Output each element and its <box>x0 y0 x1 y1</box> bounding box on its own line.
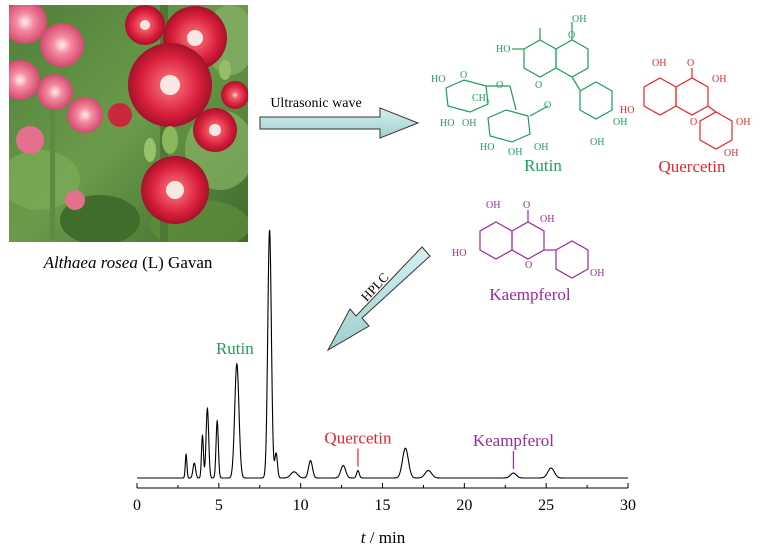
ultrasonic-arrow <box>259 107 420 139</box>
kaempferol-name: Kaempferol <box>489 285 570 304</box>
althaea-photo <box>9 5 248 242</box>
chromatogram-trace <box>137 229 628 479</box>
rutin-oh-top: OH <box>572 14 586 25</box>
peak-label-quercetin: Quercetin <box>324 429 392 448</box>
rutin-o-link: O <box>544 100 551 111</box>
photo-caption: Althaea rosea (L) Gavan <box>43 253 213 272</box>
rutin-ho-sugar1: HO <box>431 74 445 85</box>
quercetin-o-ring: O <box>690 117 697 128</box>
rutin-oh-sugar3: OH <box>462 118 476 129</box>
kaempferol-o-ring: O <box>525 260 532 271</box>
quercetin-name: Quercetin <box>658 157 726 176</box>
rutin-o-sugar2: O <box>496 80 503 91</box>
rutin-ch3: CH₃ <box>472 93 489 104</box>
quercetin-atom-labels: OH O OH HO O OH OH <box>620 58 750 159</box>
x-tick-label: 30 <box>620 497 636 514</box>
ultrasonic-label: Ultrasonic wave <box>270 96 361 111</box>
rutin-ho-sugar4: HO <box>480 142 494 153</box>
kaempferol-structure <box>479 210 589 279</box>
x-tick-label: 15 <box>375 497 391 514</box>
kaempferol-ho-7: HO <box>452 248 466 259</box>
rutin-o-ring: O <box>568 30 575 41</box>
rutin-oh-sugar5: OH <box>508 147 522 158</box>
quercetin-oh-3: OH <box>712 74 726 85</box>
quercetin-oh-b1: OH <box>736 117 750 128</box>
x-axis-unit: / min <box>366 528 406 547</box>
rutin-ho-sugar2: HO <box>440 118 454 129</box>
caption-author: (L) Gavan <box>138 253 213 272</box>
quercetin-oh-top: OH <box>652 58 666 69</box>
quercetin-oh-b2: OH <box>724 148 738 159</box>
kaempferol-atom-labels: OH O OH HO O OH <box>452 200 604 279</box>
x-axis-var: t <box>361 528 367 547</box>
rutin-atom-labels: OH HO O O O OH OH HO HO OH HO OH OH O O … <box>431 14 627 158</box>
rutin-name: Rutin <box>524 156 562 175</box>
quercetin-ho-7: HO <box>620 105 634 116</box>
hplc-arrow <box>326 246 431 352</box>
caption-species: Althaea rosea <box>43 253 138 272</box>
kaempferol-o-ketone: O <box>523 200 530 211</box>
rutin-o-ketone: O <box>535 80 542 91</box>
rutin-oh-b1: OH <box>613 117 627 128</box>
rutin-o-sugar1: O <box>460 70 467 81</box>
x-tick-label: 10 <box>293 497 309 514</box>
rutin-oh-sugar6: OH <box>534 142 548 153</box>
quercetin-o-ketone: O <box>687 58 694 69</box>
rutin-ho-left: HO <box>496 44 510 55</box>
x-axis-label: t / min <box>361 528 406 547</box>
kaempferol-oh-3: OH <box>540 214 554 225</box>
quercetin-structure <box>643 68 733 150</box>
rutin-structure <box>445 22 613 143</box>
rutin-oh-b2: OH <box>590 137 604 148</box>
x-tick-label: 25 <box>538 497 554 514</box>
x-tick-label: 20 <box>456 497 472 514</box>
peak-label-kaempferol: Keampferol <box>473 431 554 450</box>
kaempferol-oh-top: OH <box>486 200 500 211</box>
peak-label-rutin: Rutin <box>216 339 254 358</box>
kaempferol-oh-4p: OH <box>590 268 604 279</box>
x-tick-label: 0 <box>133 497 141 514</box>
x-tick-label: 5 <box>215 497 223 514</box>
